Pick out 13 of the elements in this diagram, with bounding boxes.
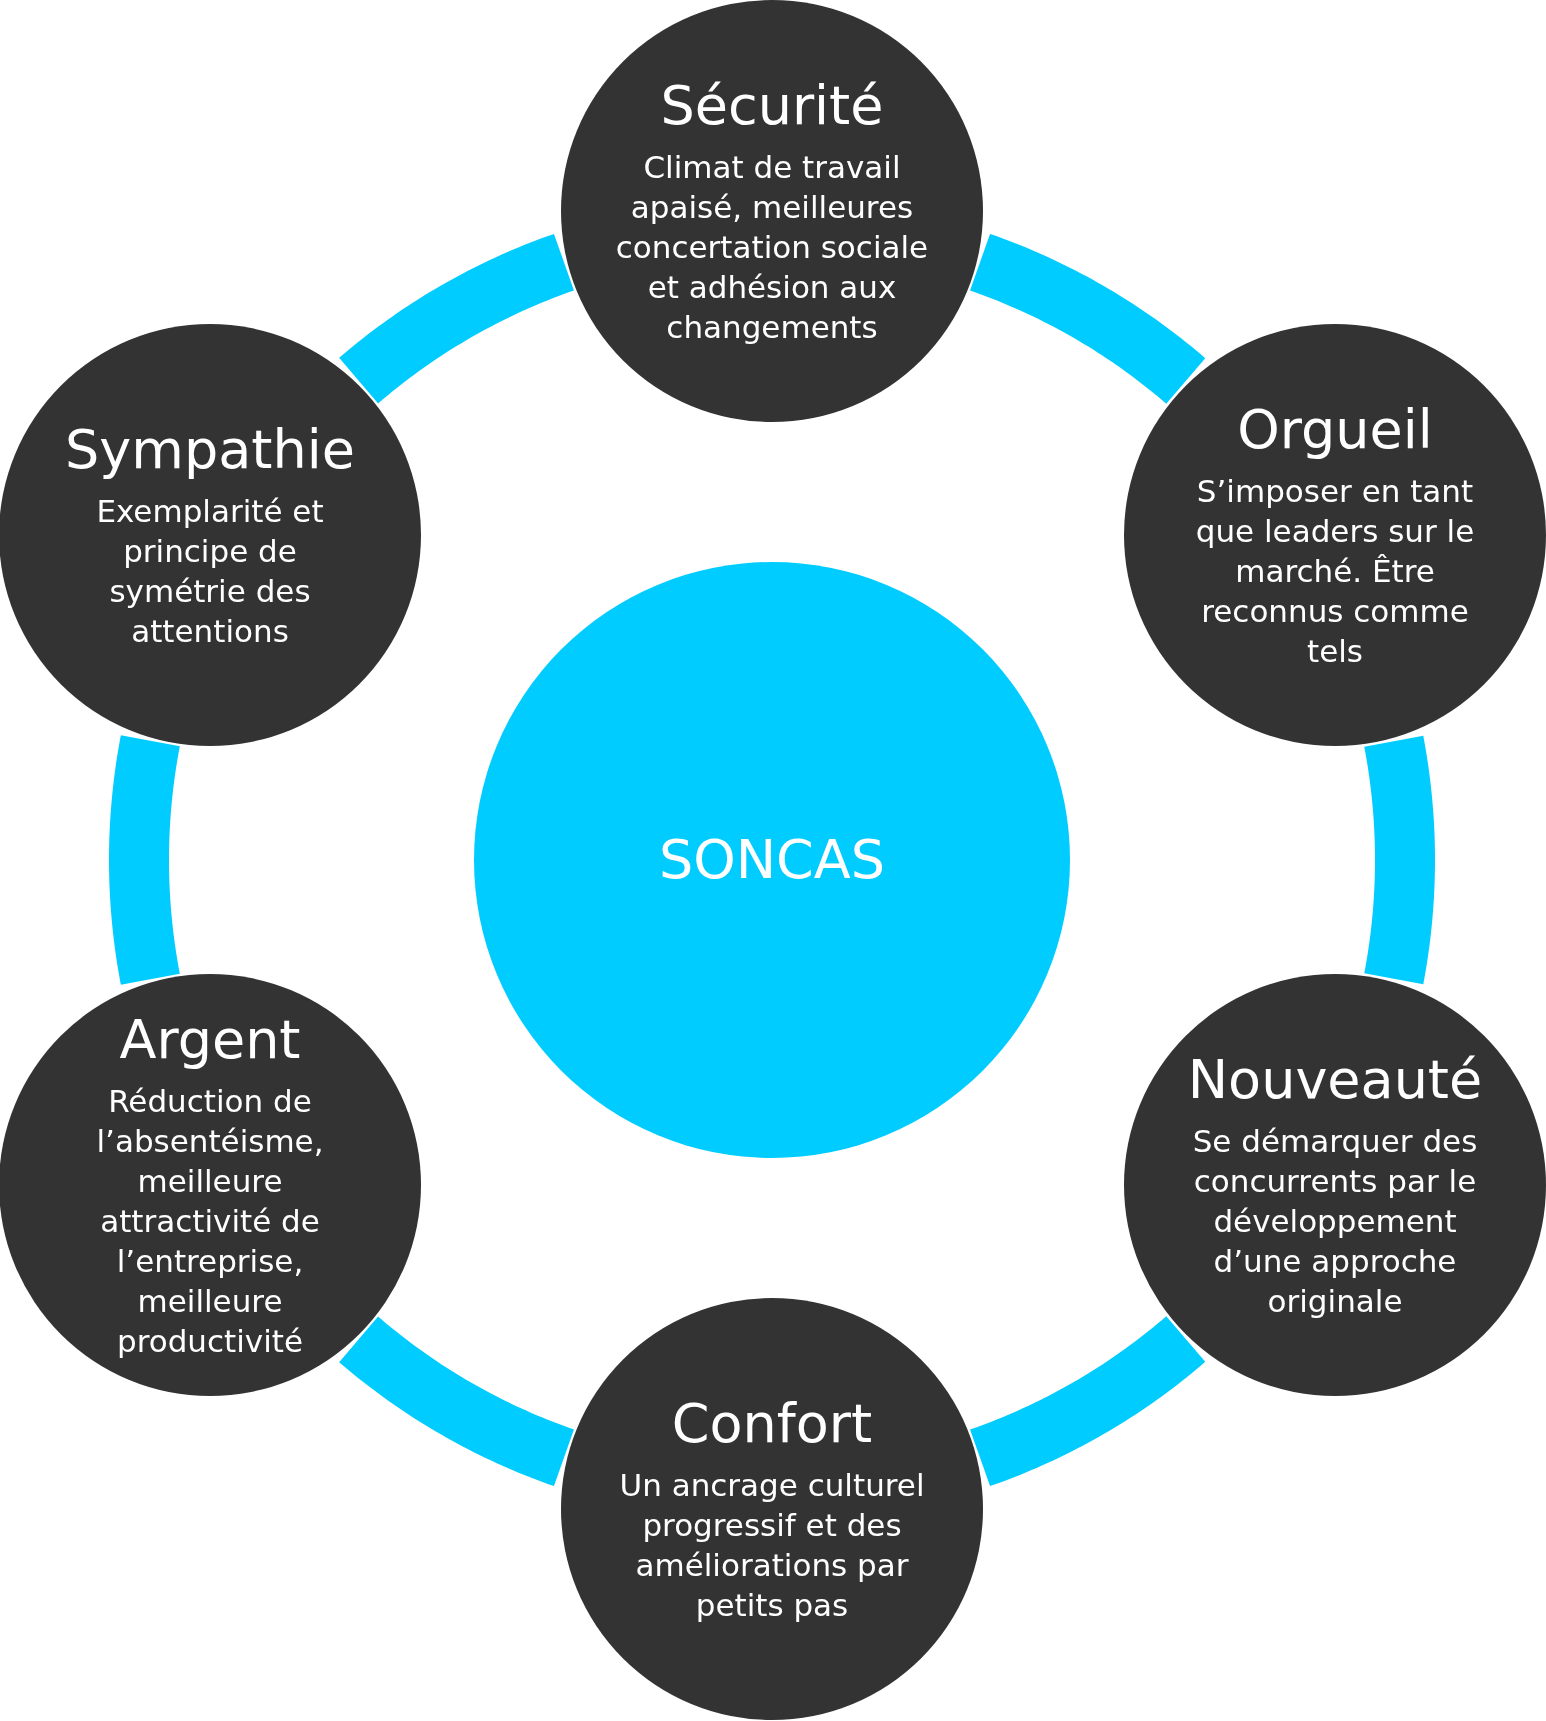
circle-description: Se démarquer des concurrents par le développement d’une approche originale [1191,1122,1479,1321]
circle-title: Nouveauté [1187,1049,1483,1111]
circle-title: Sympathie [65,419,355,481]
circle-title: Sécurité [660,75,884,137]
circle-description: Climat de travail apaisé, meilleures concertation sociale et adhésion aux changements [614,148,930,347]
circle-description: Exemplarité et principe de symétrie des attentions [95,492,325,651]
circle-title: SONCAS [658,829,886,891]
circle-description: Réduction de l’absentéisme, meilleure attractivité de l’entreprise, meilleure productivité [95,1082,325,1361]
circle-description: S’imposer en tant que leaders sur le marché. Être reconnus comme tels [1194,472,1476,671]
circle-title: Confort [671,1393,873,1455]
circle-title: Orgueil [1237,399,1433,461]
circle-title: Argent [119,1009,301,1071]
circle-description: Un ancrage culturel progressif et des améliorations par petits pas [618,1466,926,1625]
